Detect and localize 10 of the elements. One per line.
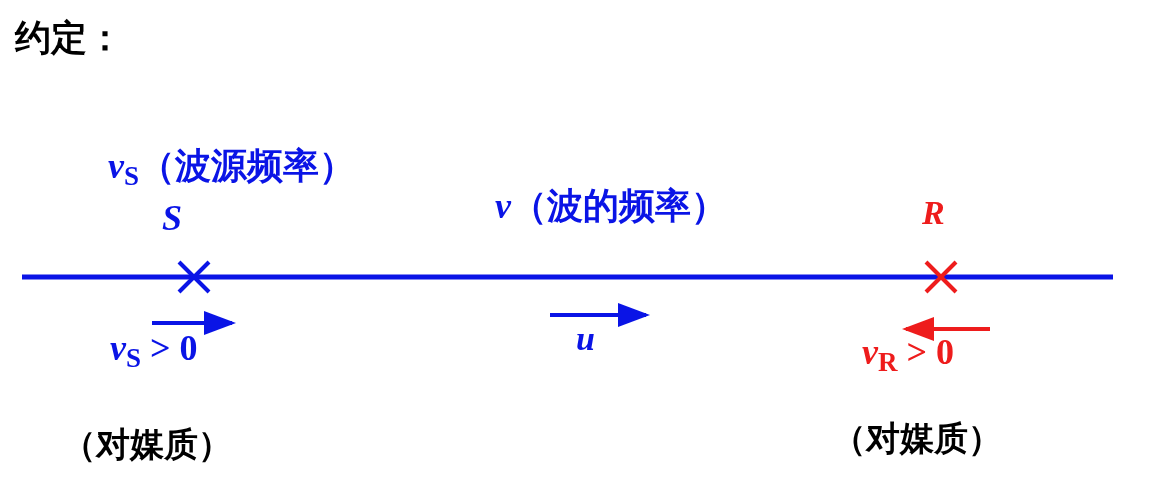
frequency-label: ν（波的频率） xyxy=(495,188,727,224)
receiver-label: R xyxy=(922,196,945,230)
note-text: （对媒质） xyxy=(62,428,232,462)
wave-speed-label: u xyxy=(576,322,595,356)
source-label: S xyxy=(162,200,183,236)
frequency-label: ν$_{S}$（波源频率） xyxy=(108,148,355,184)
note-text: （对媒质） xyxy=(832,422,1002,456)
title: 约定： xyxy=(15,20,123,56)
velocity-label: v$_{S}$ > 0 xyxy=(110,330,198,366)
velocity-label: v$_{R}$ > 0 xyxy=(862,334,954,370)
